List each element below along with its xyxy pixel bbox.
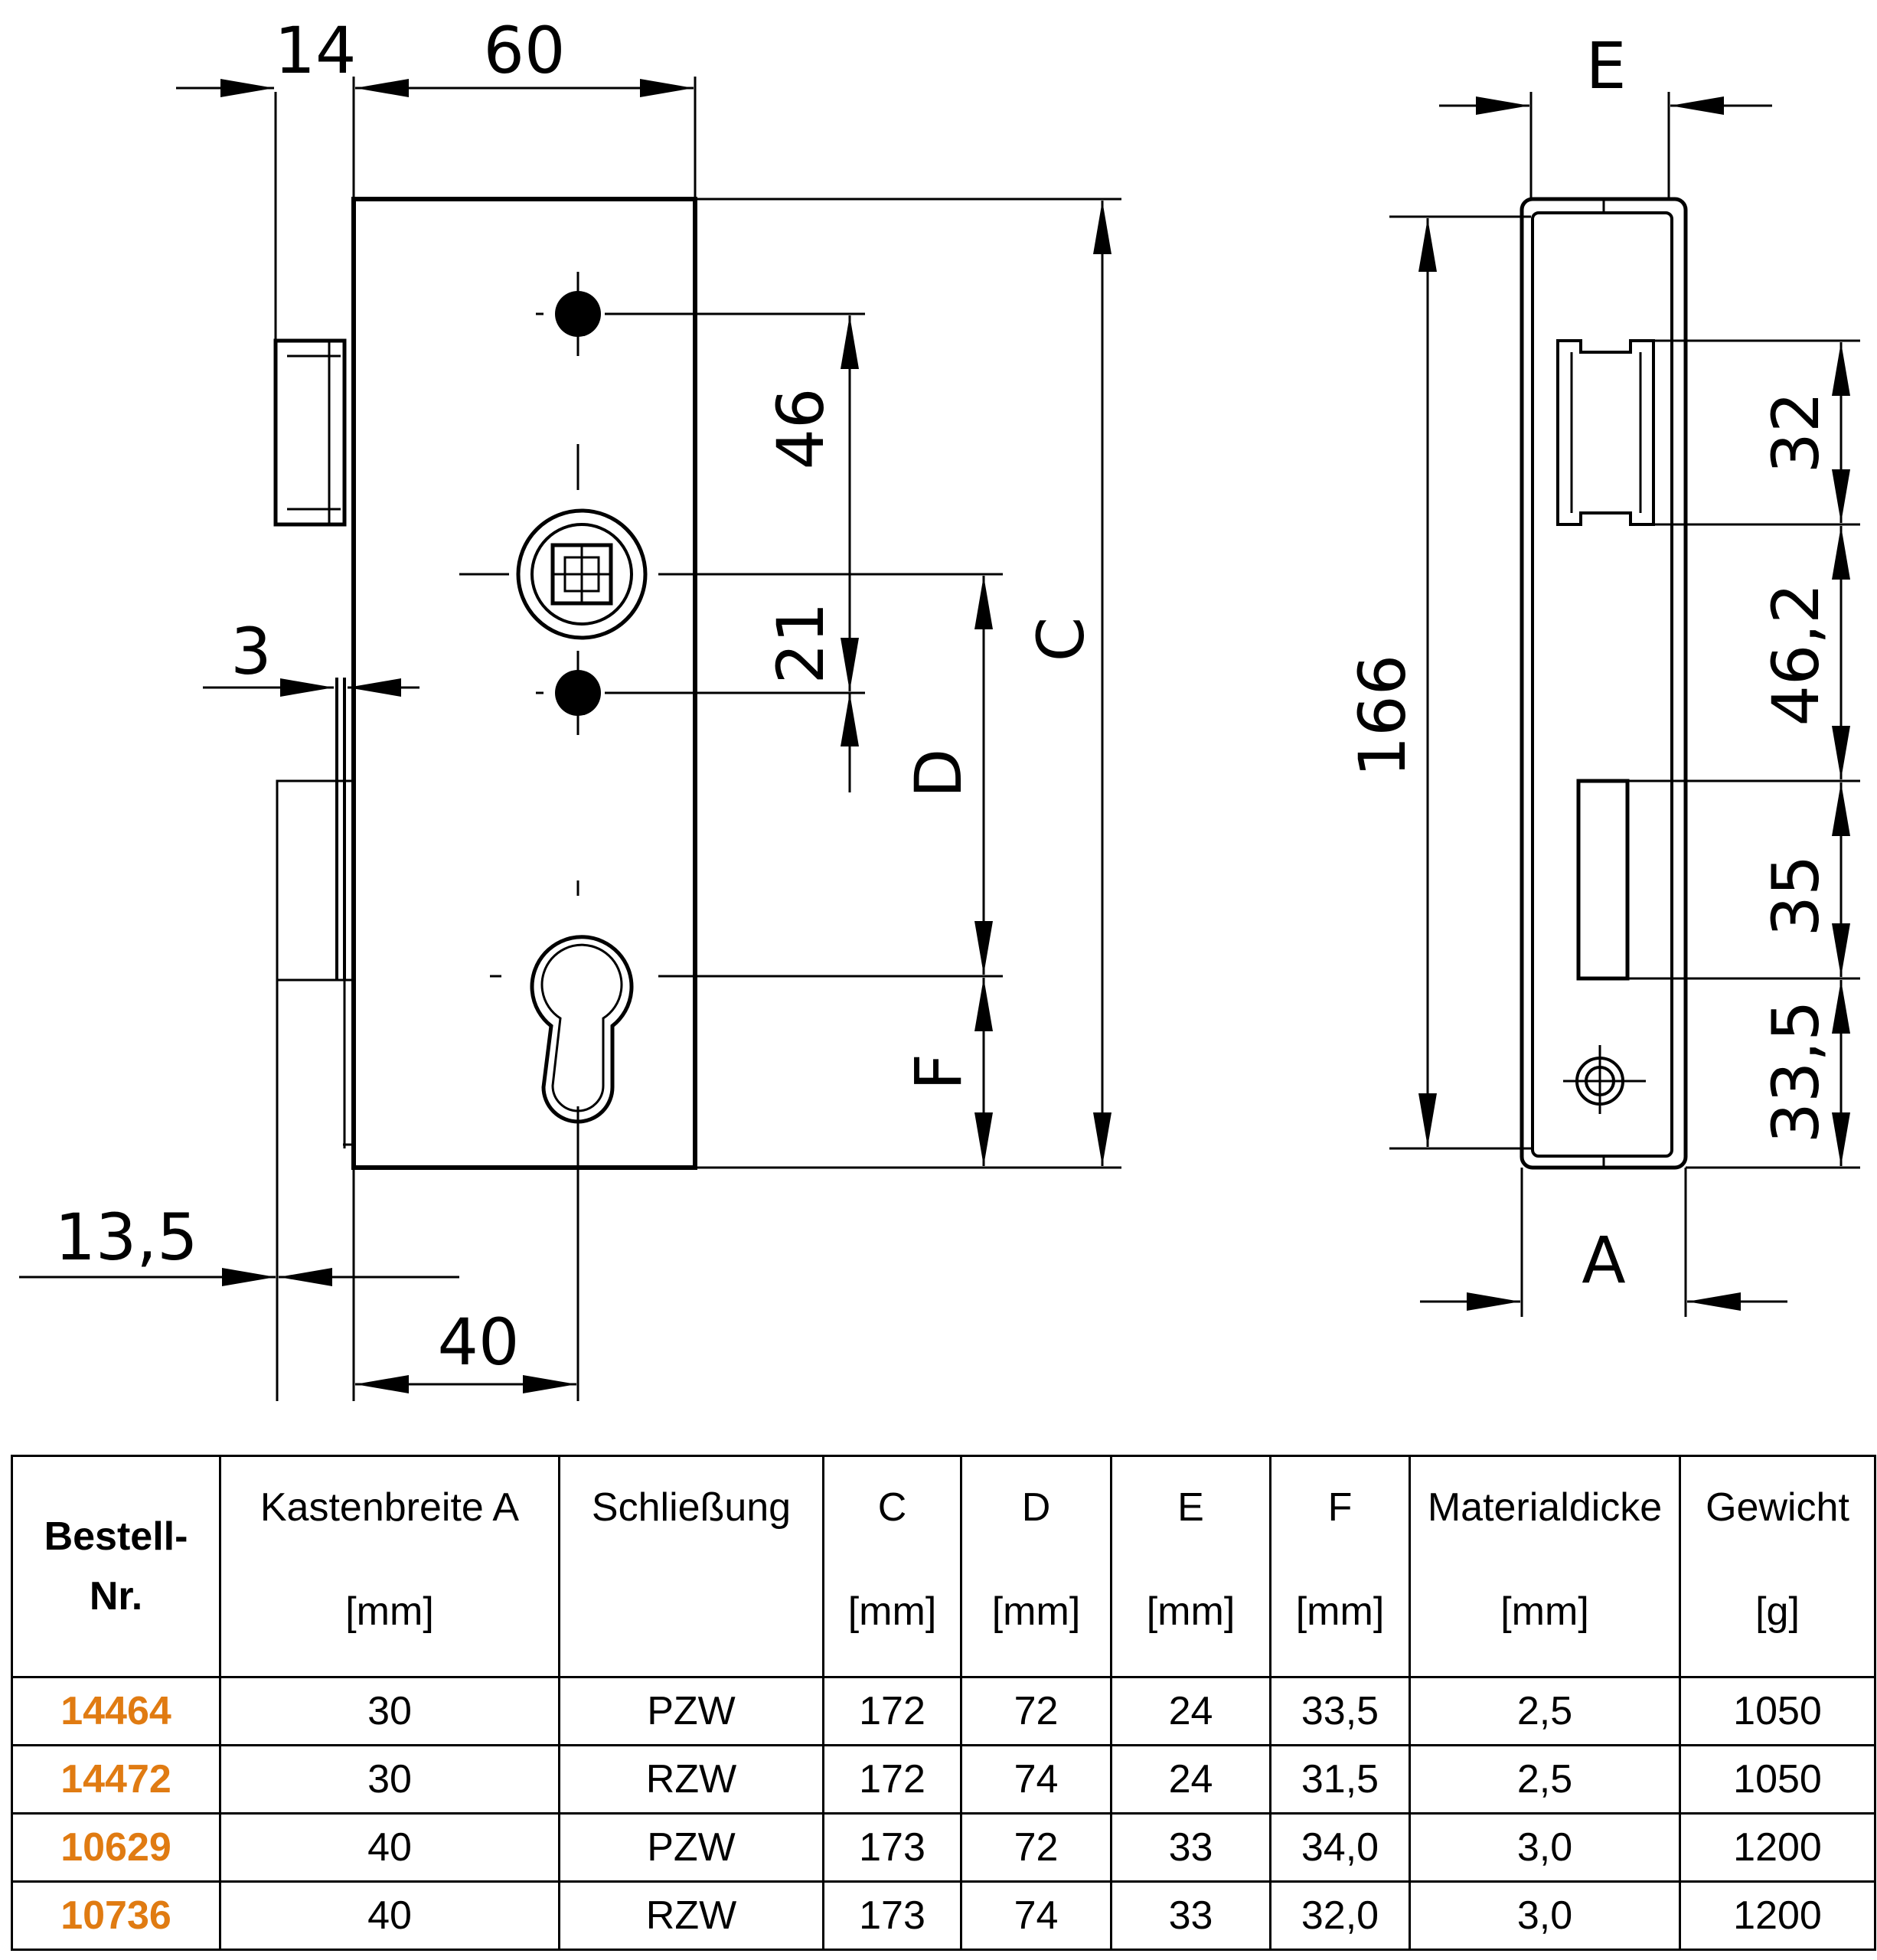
header-unit: [mm] (1295, 1589, 1385, 1634)
header-unit: [mm] (345, 1589, 434, 1634)
header-d: D [mm] (960, 1455, 1112, 1678)
header-unit: [mm] (991, 1589, 1081, 1634)
technical-drawing: 14 60 46 21 3 13,5 40 C D F (19, 13, 1860, 1401)
header-label: E (1177, 1485, 1204, 1530)
table-cell: PZW (558, 1812, 824, 1883)
dim-14-label: 14 (275, 13, 357, 88)
table-cell: 24 (1110, 1744, 1271, 1815)
header-f: F [mm] (1269, 1455, 1411, 1678)
faceplate-inner (1531, 211, 1673, 1158)
label-C: C (1023, 617, 1098, 662)
dim-13-5-label: 13,5 (54, 1200, 197, 1275)
order-number: 10629 (11, 1812, 221, 1883)
table-cell: RZW (558, 1880, 824, 1951)
header-label: C (877, 1485, 907, 1530)
label-F: F (901, 1054, 976, 1090)
table-cell: 40 (219, 1880, 560, 1951)
screw-hole-bottom (555, 670, 601, 716)
label-D: D (901, 749, 976, 799)
order-number: 14464 (11, 1676, 221, 1746)
header-nr-text: Nr. (89, 1574, 143, 1619)
dim-40-label: 40 (438, 1305, 520, 1380)
dim-35-label: 35 (1758, 855, 1833, 937)
table-cell: 2,5 (1409, 1676, 1681, 1746)
header-bestell-nr: Bestell- Nr. (11, 1455, 221, 1678)
header-unit: [mm] (1146, 1589, 1236, 1634)
screw-side-icon (1563, 1045, 1646, 1114)
table-cell: 173 (822, 1812, 962, 1883)
lock-case (351, 197, 697, 1170)
specification-table: Bestell- Nr. Kastenbreite A [mm] Schließu… (11, 1455, 1876, 1951)
latch-bolt (273, 338, 347, 527)
table-cell: 32,0 (1269, 1880, 1411, 1951)
table-cell: 72 (960, 1812, 1112, 1883)
header-materialdicke: Materialdicke [mm] (1409, 1455, 1681, 1678)
dead-bolt (276, 779, 355, 982)
table-row: 10629 40 PZW 173 72 33 34,0 3,0 1200 (11, 1812, 1876, 1883)
table-cell: 2,5 (1409, 1744, 1681, 1815)
table-cell: 3,0 (1409, 1880, 1681, 1951)
bolt-side (1576, 779, 1630, 981)
table-row: 14472 30 RZW 172 74 24 31,5 2,5 1050 (11, 1744, 1876, 1815)
dim-33-5-label: 33,5 (1758, 1000, 1833, 1143)
header-bestell-text: Bestell- (44, 1514, 188, 1559)
header-c: C [mm] (822, 1455, 962, 1678)
table-cell: 30 (219, 1676, 560, 1746)
header-label: D (1021, 1485, 1051, 1530)
table-cell: 172 (822, 1744, 962, 1815)
table-cell: 24 (1110, 1676, 1271, 1746)
front-view (19, 77, 1121, 1401)
table-cell: 34,0 (1269, 1812, 1411, 1883)
header-unit: [mm] (847, 1589, 937, 1634)
label-E: E (1585, 28, 1626, 103)
header-label: Schließung (591, 1485, 792, 1530)
header-label: Gewicht (1706, 1485, 1849, 1530)
header-e: E [mm] (1110, 1455, 1271, 1678)
table-cell: 33,5 (1269, 1676, 1411, 1746)
dim-32-label: 32 (1758, 392, 1833, 474)
header-schliessung: Schließung (558, 1455, 824, 1678)
screw-hole-top (555, 291, 601, 337)
header-unit: [g] (1755, 1589, 1800, 1634)
dim-21-label: 21 (763, 603, 838, 684)
table-cell: 172 (822, 1676, 962, 1746)
table-cell: 1200 (1679, 1812, 1876, 1883)
cylinder-keyhole-icon (530, 935, 634, 1124)
table-cell: 74 (960, 1880, 1112, 1951)
label-A: A (1582, 1223, 1625, 1298)
dim-46-label: 46 (763, 388, 838, 470)
header-unit: [mm] (1500, 1589, 1589, 1634)
table-cell: 74 (960, 1744, 1112, 1815)
dim-3-label: 3 (230, 614, 271, 689)
table-row: 14464 30 PZW 172 72 24 33,5 2,5 1050 (11, 1676, 1876, 1746)
side-view (1389, 92, 1860, 1317)
header-kastenbreite: Kastenbreite A [mm] (219, 1455, 560, 1678)
faceplate-outer (1520, 197, 1688, 1170)
table-cell: 31,5 (1269, 1744, 1411, 1815)
table-cell: PZW (558, 1676, 824, 1746)
header-label: F (1327, 1485, 1353, 1530)
table-cell: RZW (558, 1744, 824, 1815)
follower-square-icon (516, 508, 648, 640)
table-cell: 1050 (1679, 1676, 1876, 1746)
table-cell: 72 (960, 1676, 1112, 1746)
table-cell: 3,0 (1409, 1812, 1681, 1883)
table-cell: 40 (219, 1812, 560, 1883)
table-cell: 30 (219, 1744, 560, 1815)
header-gewicht: Gewicht [g] (1679, 1455, 1876, 1678)
table-header-row: Bestell- Nr. Kastenbreite A [mm] Schließu… (11, 1455, 1876, 1678)
header-label: Kastenbreite A (260, 1485, 520, 1530)
header-label: Materialdicke (1427, 1485, 1663, 1530)
dim-166-label: 166 (1345, 655, 1420, 777)
dim-60-label: 60 (484, 13, 566, 88)
table-cell: 1200 (1679, 1880, 1876, 1951)
order-number: 14472 (11, 1744, 221, 1815)
dim-46-2-label: 46,2 (1758, 583, 1833, 726)
order-number: 10736 (11, 1880, 221, 1951)
table-cell: 1050 (1679, 1744, 1876, 1815)
table-cell: 173 (822, 1880, 962, 1951)
table-cell: 33 (1110, 1880, 1271, 1951)
table-cell: 33 (1110, 1812, 1271, 1883)
table-row: 10736 40 RZW 173 74 33 32,0 3,0 1200 (11, 1880, 1876, 1951)
